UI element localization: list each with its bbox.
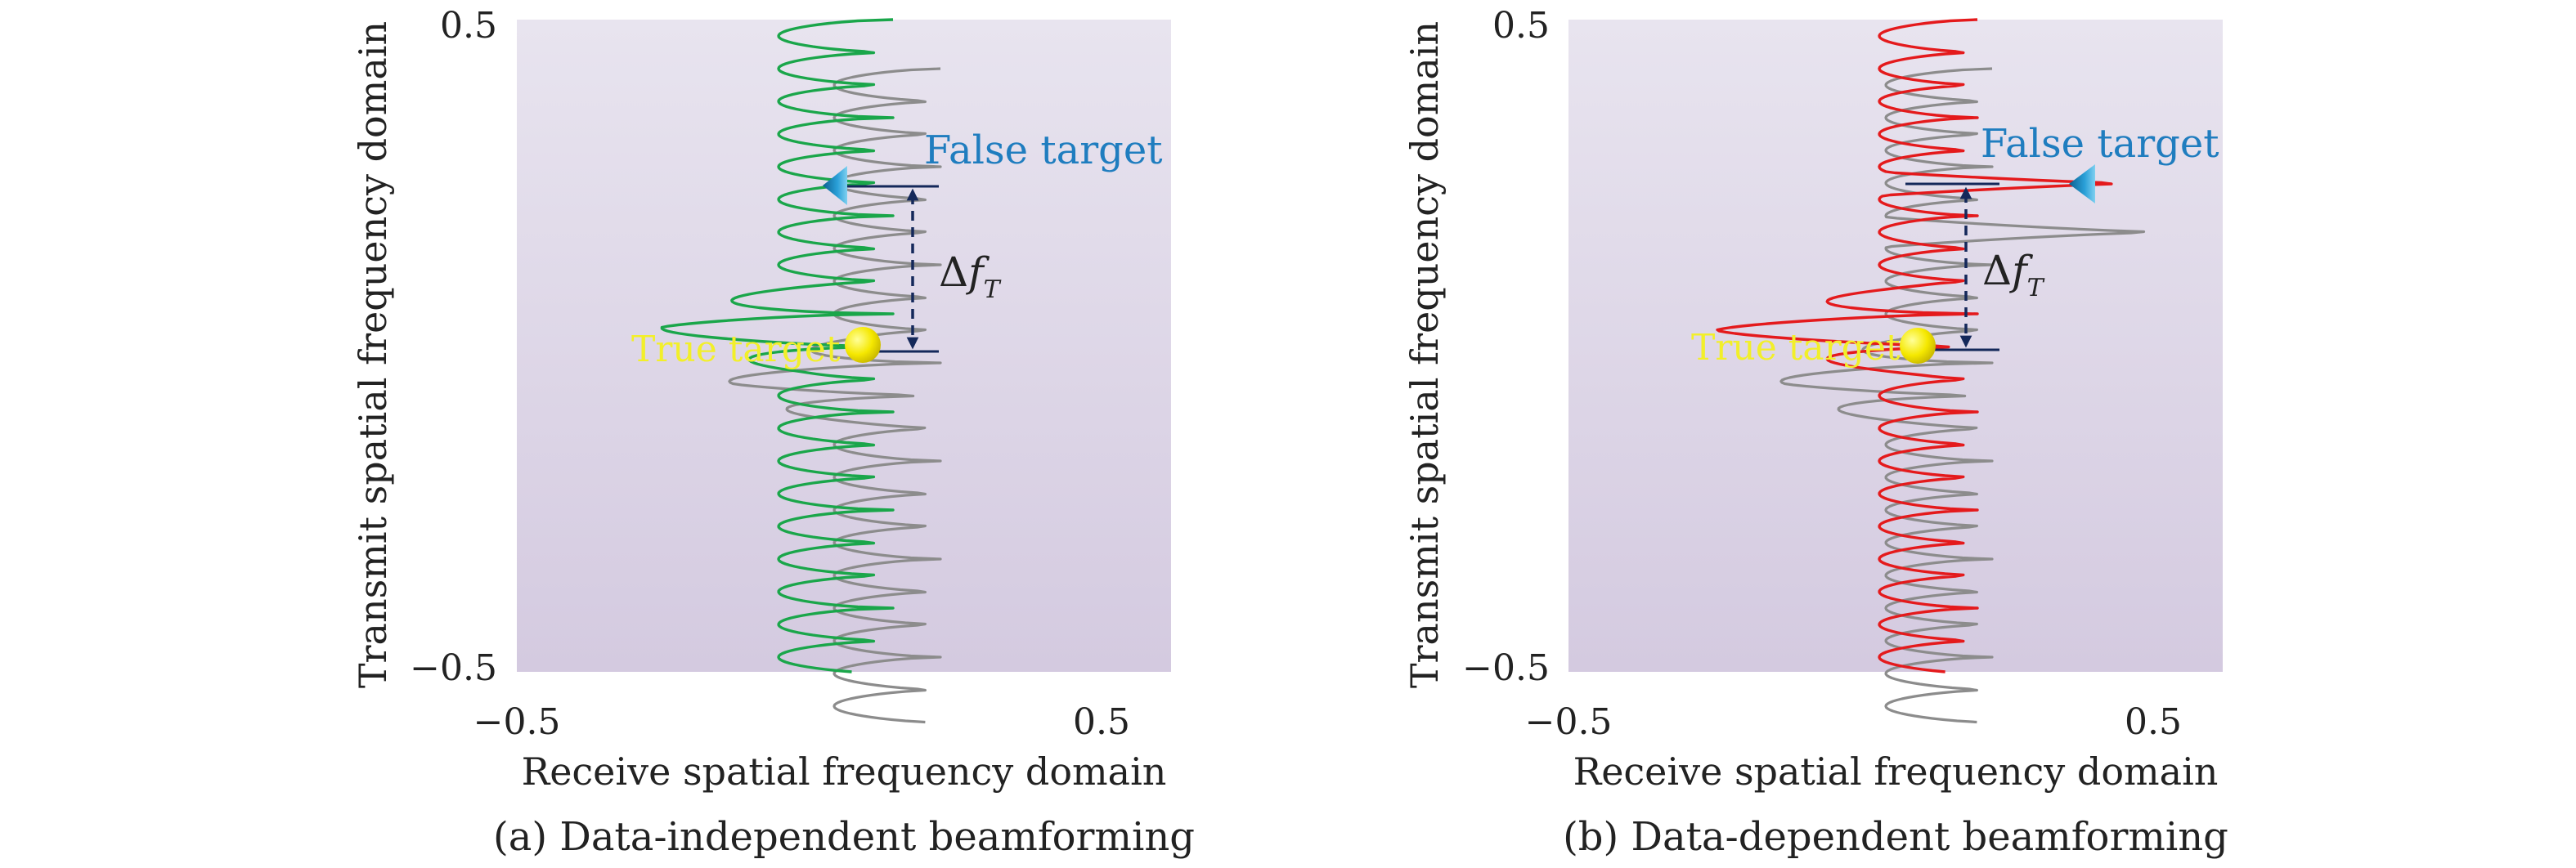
- true-target-label: True target: [631, 329, 841, 370]
- panel-data-independent: False target True target ΔfT 0.5 −0.5 −0…: [351, 5, 1195, 860]
- x-tick-left: −0.5: [473, 701, 561, 743]
- false-target-label: False target: [924, 128, 1163, 173]
- false-target-marker-icon: [823, 166, 847, 205]
- panel-data-dependent: False target True target ΔfT 0.5 −0.5 −0…: [1402, 5, 2228, 860]
- false-target-marker-icon: [2069, 164, 2095, 204]
- y-axis-label: Transmit spatial frequency domain: [351, 21, 395, 688]
- true-target-marker-icon: [1900, 328, 1936, 364]
- delta-f-label: ΔfT: [1982, 247, 2045, 302]
- y-tick-bottom: −0.5: [410, 647, 497, 689]
- y-tick-bottom: −0.5: [1462, 647, 1550, 689]
- y-tick-top: 0.5: [1492, 5, 1550, 47]
- y-axis-label: Transmit spatial frequency domain: [1402, 21, 1447, 688]
- false-target-label: False target: [1981, 121, 2219, 167]
- x-tick-right: 0.5: [1073, 701, 1130, 743]
- x-axis-label: Receive spatial frequency domain: [522, 749, 1167, 794]
- reference-beampattern: [1779, 67, 2146, 724]
- x-tick-left: −0.5: [1525, 701, 1613, 743]
- true-target-label: True target: [1691, 327, 1901, 369]
- reference-beampattern-line: [1779, 67, 2146, 724]
- panel-caption: (a) Data-independent beamforming: [493, 814, 1195, 860]
- true-target-marker-icon: [845, 327, 881, 363]
- delta-f-label: ΔfT: [939, 248, 1002, 304]
- panel-caption: (b) Data-dependent beamforming: [1563, 814, 2228, 860]
- y-tick-top: 0.5: [440, 5, 497, 47]
- x-axis-label: Receive spatial frequency domain: [1573, 749, 2219, 794]
- x-tick-right: 0.5: [2125, 701, 2182, 743]
